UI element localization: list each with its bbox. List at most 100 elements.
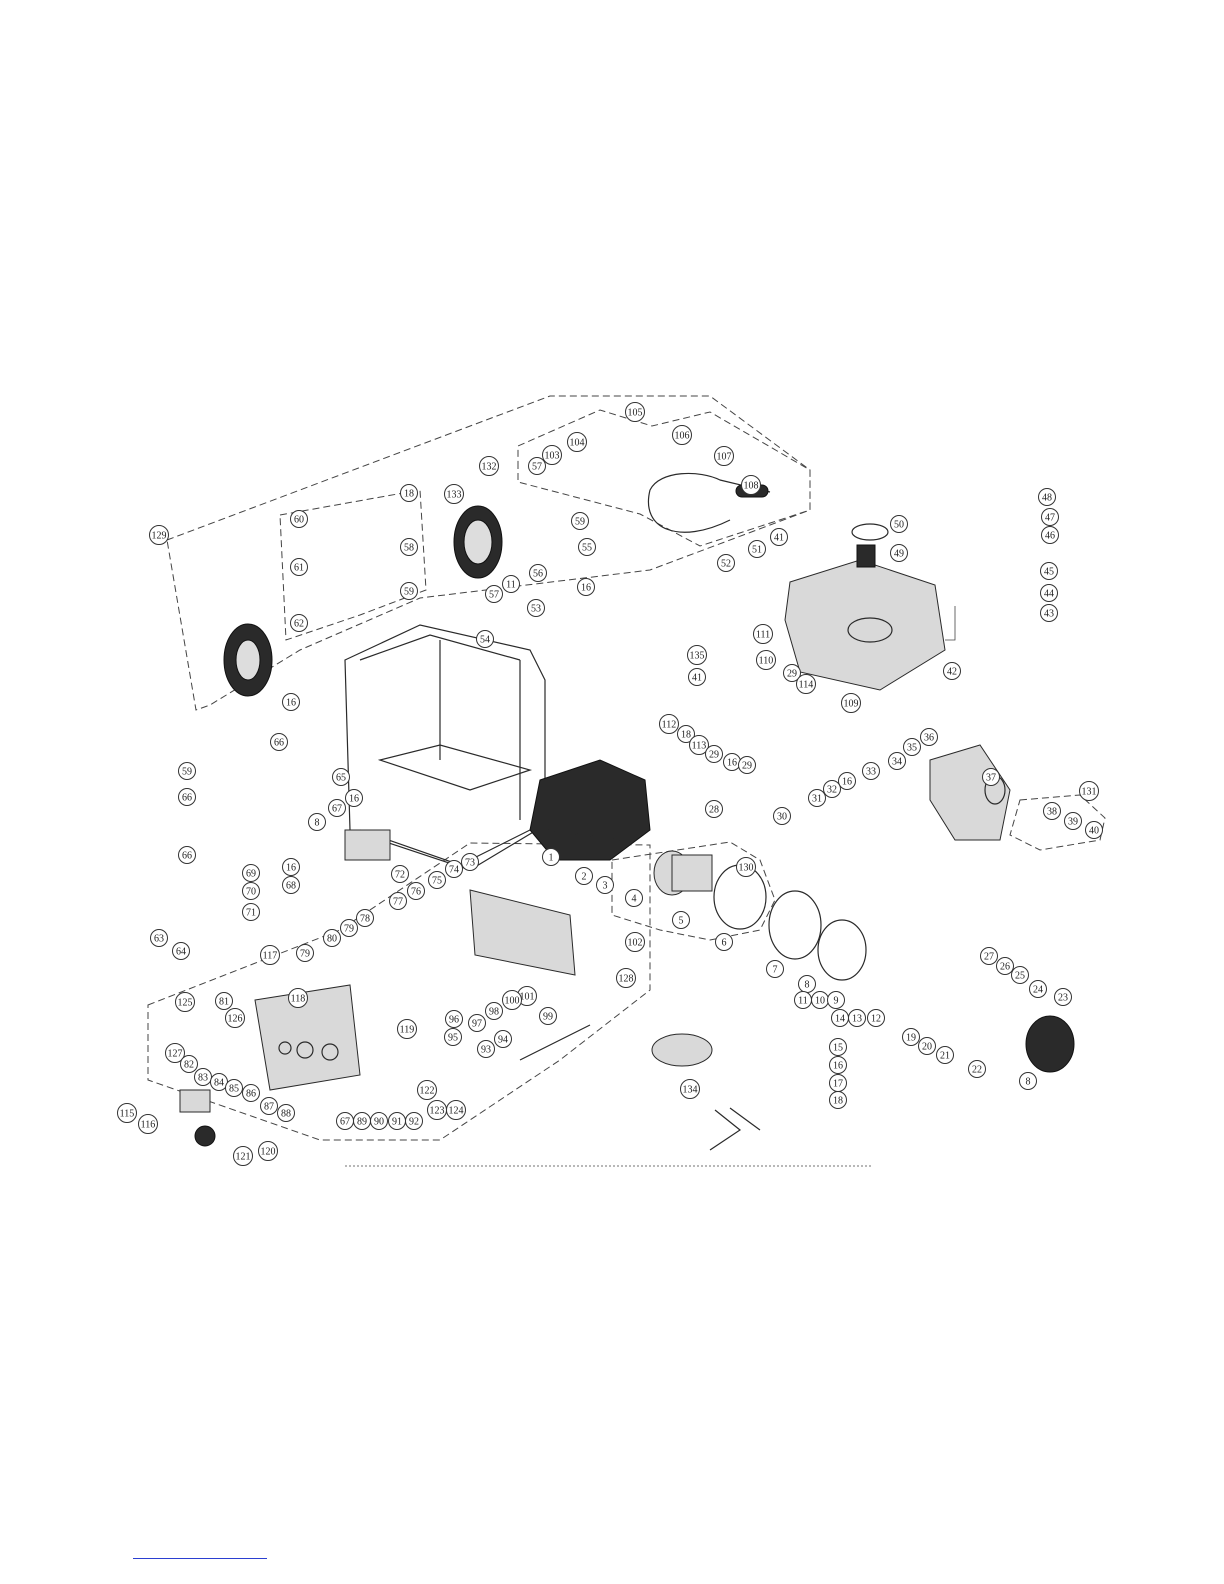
callout-70: 70 [242, 882, 260, 900]
callout-label: 122 [420, 1086, 435, 1097]
footer-link-underline[interactable] [133, 1552, 267, 1559]
callout-label: 11 [506, 580, 516, 591]
callout-44: 44 [1040, 584, 1058, 602]
callout-18: 18 [829, 1091, 847, 1109]
callout-38: 38 [1043, 802, 1061, 820]
callout-24: 24 [1029, 980, 1047, 998]
callout-63: 63 [150, 929, 168, 947]
callout-66: 66 [270, 733, 288, 751]
wheel-left [223, 623, 273, 697]
callout-label: 35 [907, 743, 917, 754]
callout-label: 96 [449, 1015, 459, 1026]
callout-122: 122 [417, 1080, 437, 1100]
callout-56: 56 [529, 564, 547, 582]
callout-label: 113 [692, 741, 707, 752]
callout-label: 97 [472, 1019, 482, 1030]
callout-label: 80 [327, 934, 337, 945]
callout-13: 13 [848, 1009, 866, 1027]
muffler [929, 744, 1011, 841]
callout-label: 119 [400, 1025, 415, 1036]
callout-label: 13 [852, 1014, 862, 1025]
callout-label: 82 [184, 1060, 194, 1071]
callout-58: 58 [400, 538, 418, 556]
callout-label: 66 [274, 738, 284, 749]
callout-label: 67 [332, 804, 342, 815]
callout-3: 3 [596, 876, 614, 894]
callout-label: 65 [336, 773, 346, 784]
callout-115: 115 [117, 1103, 137, 1123]
callout-label: 40 [1089, 826, 1099, 837]
callout-67: 67 [328, 799, 346, 817]
callout-label: 105 [628, 408, 643, 419]
callout-8: 8 [798, 975, 816, 993]
callout-label: 93 [481, 1045, 491, 1056]
callout-label: 124 [449, 1106, 464, 1117]
callout-75: 75 [428, 871, 446, 889]
callout-label: 29 [742, 761, 752, 772]
callout-label: 100 [505, 996, 520, 1007]
callout-41: 41 [770, 528, 788, 546]
callout-121: 121 [233, 1146, 253, 1166]
callout-label: 47 [1045, 513, 1055, 524]
callout-117: 117 [260, 945, 280, 965]
wheel-right [453, 505, 503, 579]
callout-label: 11 [798, 996, 808, 1007]
callout-131: 131 [1079, 781, 1099, 801]
callout-76: 76 [407, 882, 425, 900]
callout-label: 55 [582, 543, 592, 554]
callout-label: 118 [291, 994, 306, 1005]
callout-label: 92 [409, 1117, 419, 1128]
callout-label: 132 [482, 462, 497, 473]
callout-label: 76 [411, 887, 421, 898]
callout-label: 41 [692, 673, 702, 684]
rotor [653, 850, 1075, 1073]
callout-105: 105 [625, 402, 645, 422]
callout-label: 37 [986, 773, 996, 784]
callout-label: 86 [246, 1089, 256, 1100]
callout-21: 21 [936, 1046, 954, 1064]
callout-29: 29 [783, 664, 801, 682]
callout-label: 12 [871, 1014, 881, 1025]
control-panel [179, 889, 591, 1147]
callout-label: 9 [834, 996, 839, 1007]
callout-36: 36 [920, 728, 938, 746]
callout-110: 110 [756, 650, 776, 670]
callout-label: 3 [603, 881, 608, 892]
callout-86: 86 [242, 1084, 260, 1102]
callout-label: 16 [842, 777, 852, 788]
callout-37: 37 [982, 768, 1000, 786]
callout-label: 78 [360, 914, 370, 925]
callout-label: 103 [545, 451, 560, 462]
callout-120: 120 [258, 1141, 278, 1161]
callout-30: 30 [773, 807, 791, 825]
callout-label: 73 [465, 858, 475, 869]
callout-label: 84 [214, 1078, 224, 1089]
callout-134: 134 [680, 1079, 700, 1099]
callout-57: 57 [485, 585, 503, 603]
callout-11: 11 [794, 991, 812, 1009]
callout-label: 104 [570, 438, 585, 449]
callout-69: 69 [242, 864, 260, 882]
callout-label: 10 [815, 996, 825, 1007]
callout-68: 68 [282, 876, 300, 894]
callout-label: 41 [774, 533, 784, 544]
callout-label: 2 [582, 872, 587, 883]
callout-label: 45 [1044, 567, 1054, 578]
callout-16: 16 [282, 858, 300, 876]
callout-32: 32 [823, 780, 841, 798]
callout-39: 39 [1064, 812, 1082, 830]
callout-59: 59 [400, 582, 418, 600]
callout-label: 8 [805, 980, 810, 991]
callout-111: 111 [753, 624, 773, 644]
callout-label: 112 [662, 720, 677, 731]
callout-label: 71 [246, 908, 256, 919]
callout-label: 102 [628, 938, 643, 949]
callout-42: 42 [943, 662, 961, 680]
callout-103: 103 [542, 445, 562, 465]
callout-65: 65 [332, 768, 350, 786]
callout-label: 49 [894, 549, 904, 560]
callout-4: 4 [625, 889, 643, 907]
callout-106: 106 [672, 425, 692, 445]
callout-77: 77 [389, 892, 407, 910]
